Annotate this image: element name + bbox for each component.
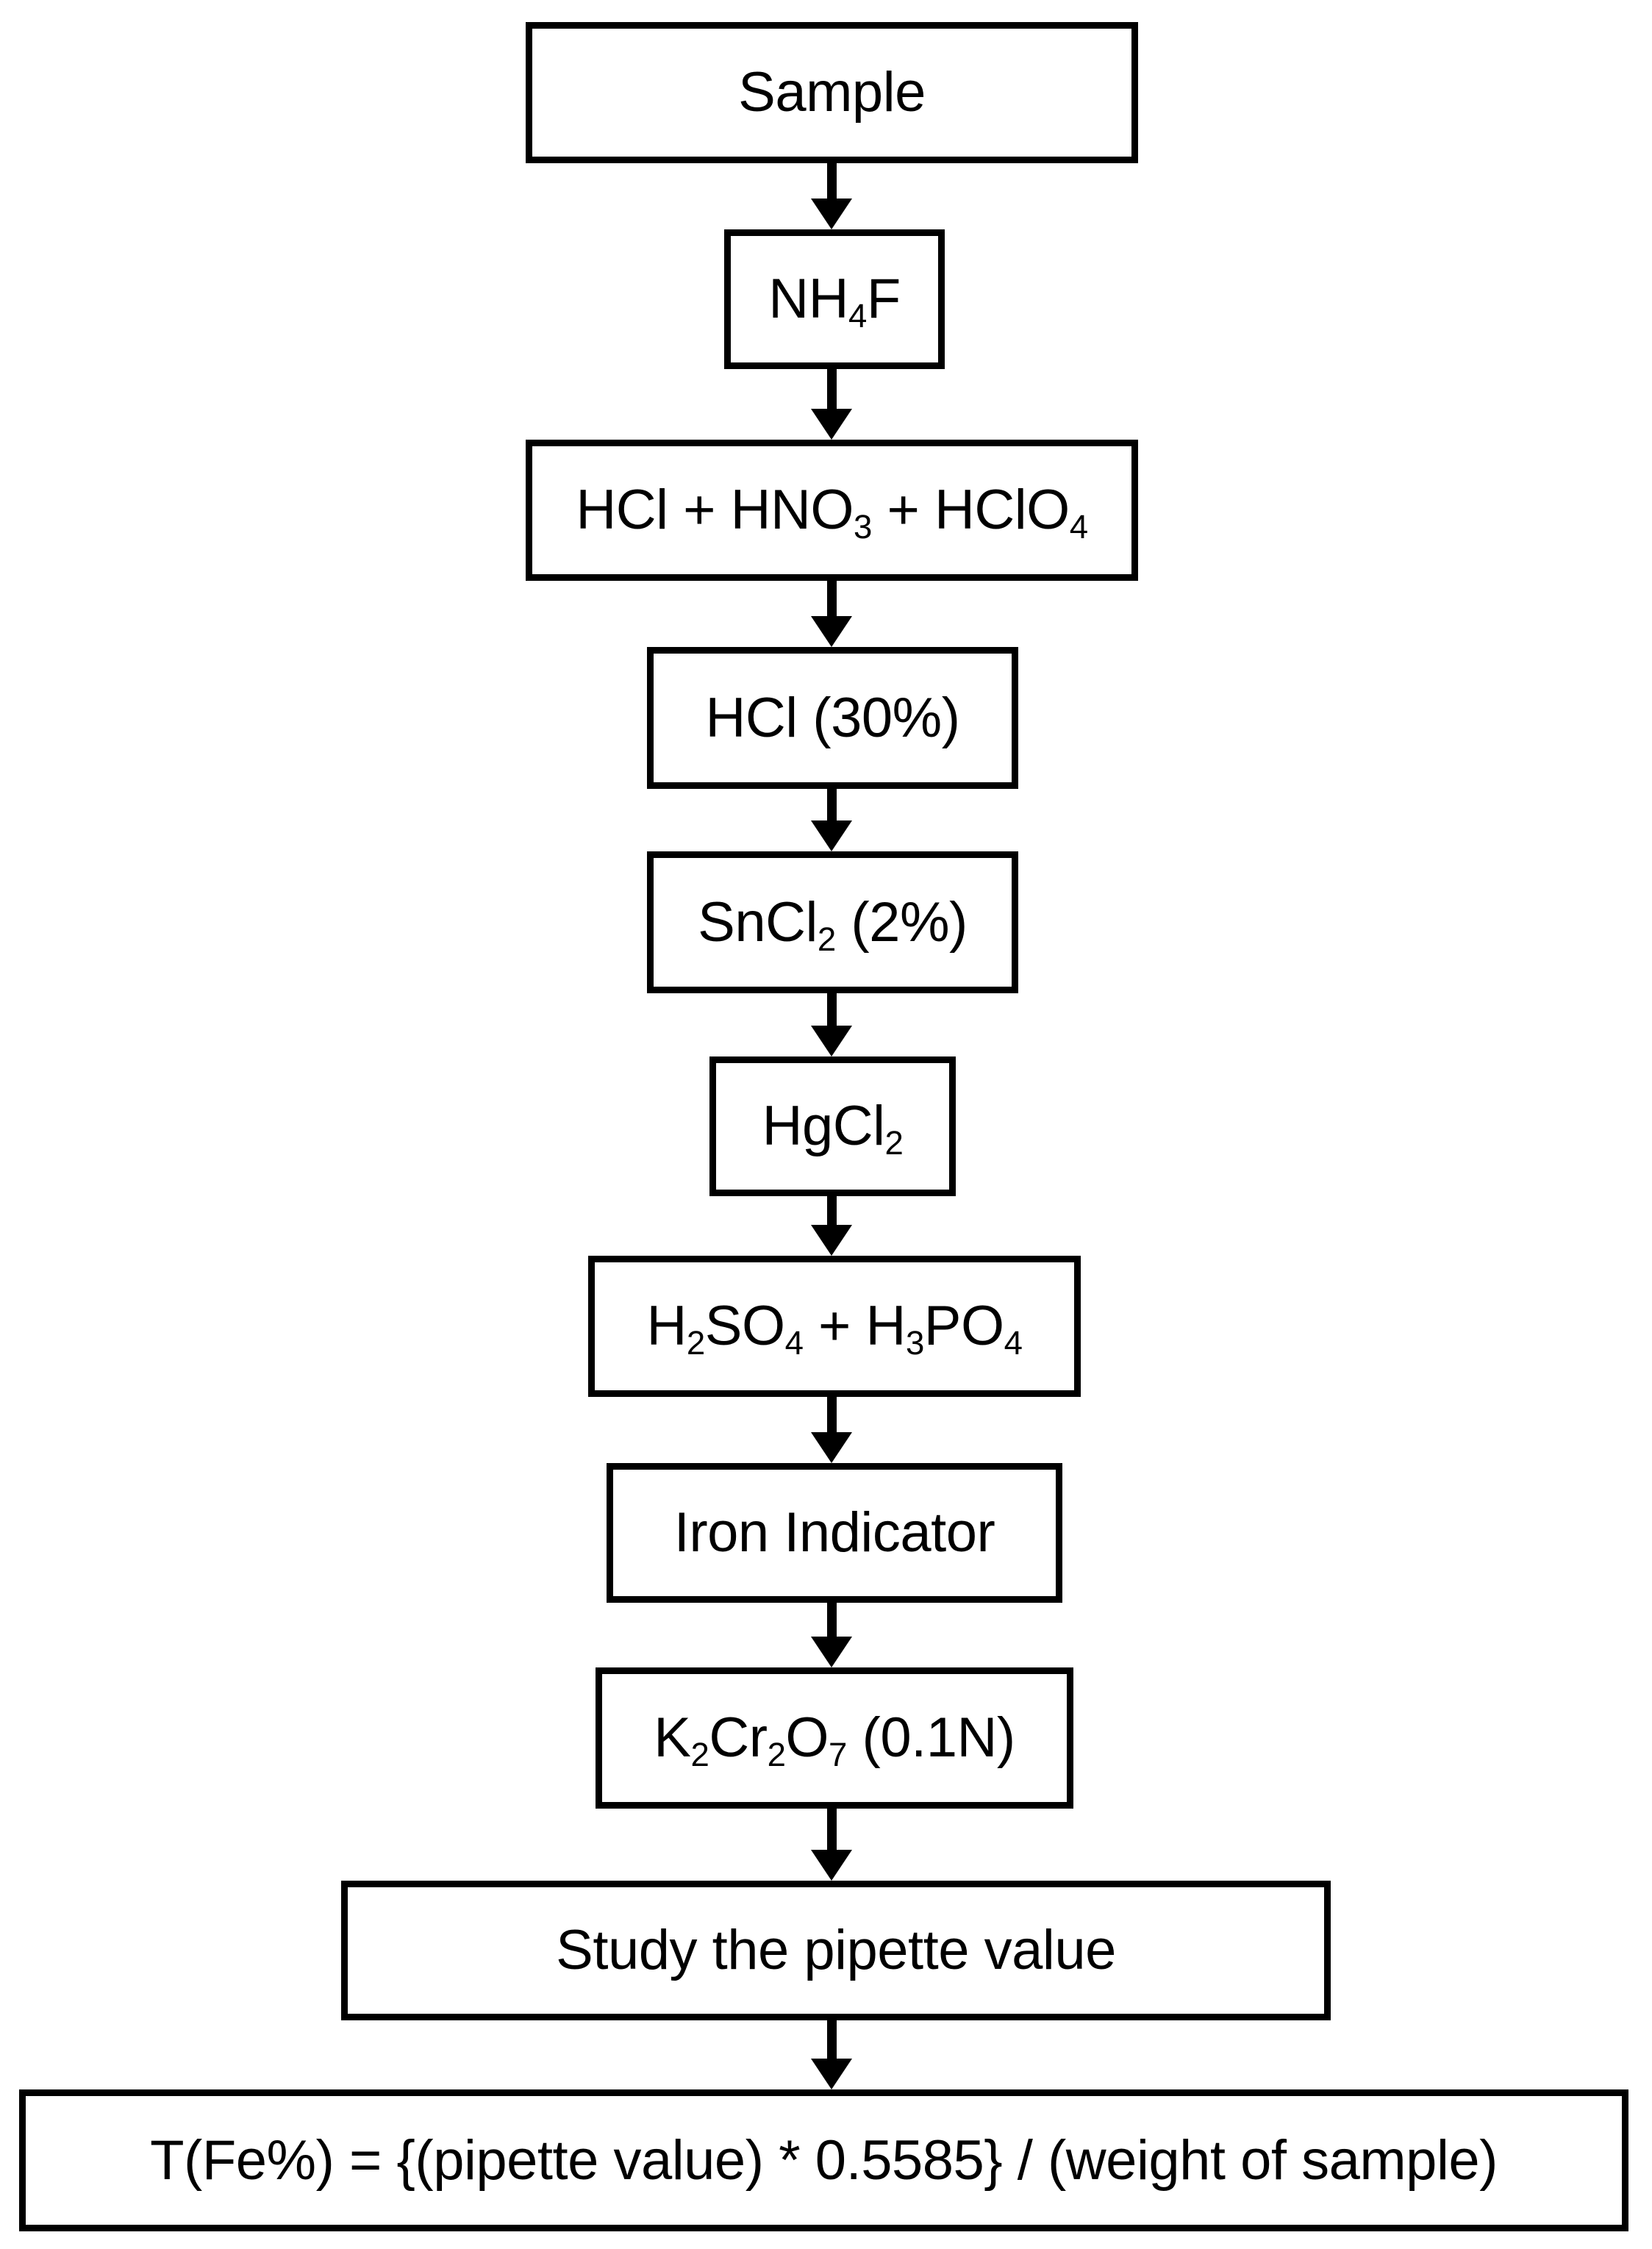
flow-node-label: T(Fe%) = {(pipette value) * 0.5585} / (w… [150, 2128, 1498, 2192]
flow-node-label: HCl (30%) [705, 686, 961, 749]
arrow-head-icon [811, 1637, 852, 1667]
flow-node-label: H2SO4 + H3PO4 [646, 1295, 1023, 1362]
arrow-shaft [826, 1809, 837, 1853]
arrow-head-icon [811, 820, 852, 851]
flow-node-sample: Sample [526, 22, 1138, 163]
arrow-shaft [826, 1397, 837, 1435]
arrow-head-icon [811, 199, 852, 229]
arrow-head-icon [811, 1850, 852, 1881]
flow-node-label: SnCl2 (2%) [698, 890, 968, 958]
flow-node-hcl-30: HCl (30%) [647, 647, 1018, 789]
arrow-head-icon [811, 1026, 852, 1056]
flow-node-label: HgCl2 [762, 1095, 904, 1162]
arrow-shaft [826, 1603, 837, 1640]
arrow-shaft [826, 369, 837, 412]
flow-node-acid-mix: HCl + HNO3 + HClO4 [526, 440, 1138, 581]
flow-node-label: Sample [738, 61, 926, 124]
flow-node-formula: T(Fe%) = {(pipette value) * 0.5585} / (w… [19, 2089, 1628, 2231]
flow-node-label: Iron Indicator [673, 1501, 995, 1565]
flow-node-hgcl2: HgCl2 [709, 1056, 956, 1196]
arrow-head-icon [811, 2059, 852, 2089]
flow-node-nh4f: NH4F [724, 229, 945, 369]
arrow-shaft [826, 2020, 837, 2062]
arrow-shaft [826, 993, 837, 1029]
arrow-head-icon [811, 616, 852, 647]
flow-node-label: Study the pipette value [556, 1919, 1116, 1982]
flow-node-h2so4-h3po4: H2SO4 + H3PO4 [588, 1256, 1081, 1397]
arrow-shaft [826, 1196, 837, 1228]
arrow-head-icon [811, 1432, 852, 1463]
flow-node-label: K2Cr2O7 (0.1N) [654, 1706, 1015, 1773]
flow-node-sncl2-2: SnCl2 (2%) [647, 851, 1018, 993]
flow-node-k2cr2o7: K2Cr2O7 (0.1N) [596, 1667, 1073, 1809]
flow-node-iron-indicator: Iron Indicator [607, 1463, 1062, 1603]
arrow-shaft [826, 789, 837, 823]
arrow-head-icon [811, 409, 852, 440]
flow-node-label: HCl + HNO3 + HClO4 [576, 479, 1088, 546]
arrow-shaft [826, 581, 837, 619]
arrow-head-icon [811, 1225, 852, 1256]
flow-node-study-pipette-value: Study the pipette value [341, 1881, 1331, 2020]
flow-node-label: NH4F [768, 268, 901, 335]
arrow-shaft [826, 163, 837, 201]
